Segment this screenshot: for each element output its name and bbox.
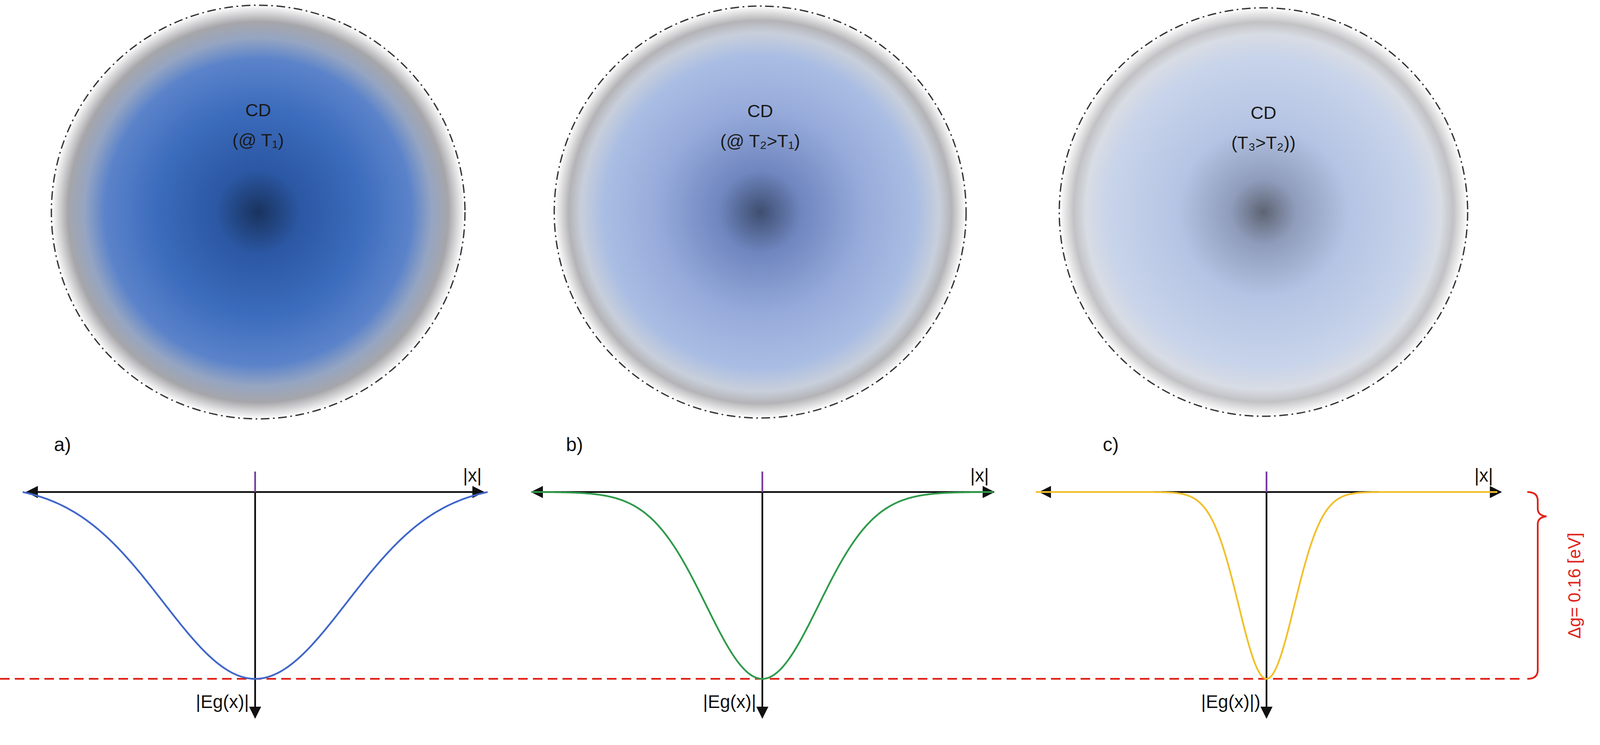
gap-profile-curve <box>531 491 994 679</box>
dot-text-group: CD(@ T₂>T₁) <box>552 96 968 157</box>
gap-profile-curve <box>22 491 488 679</box>
dot-label: (@ T₂>T₁) <box>552 126 968 157</box>
axis-label: |x| <box>1474 464 1494 486</box>
carbon-dot: CD(T₃>T₂)) <box>1057 6 1469 418</box>
dot-circle <box>1059 7 1468 417</box>
dot-outline <box>552 4 968 420</box>
dot-text-group: CD(T₃>T₂)) <box>1057 97 1469 159</box>
gap-bracket <box>1527 491 1547 679</box>
dot-label: (T₃>T₂)) <box>1057 128 1469 159</box>
axis-label: |Eg(x)|) <box>1201 691 1261 713</box>
panel-letter: c) <box>1102 433 1119 456</box>
energy-axis <box>761 491 764 718</box>
gap-value: Δg= 0.16 [eV] <box>1564 532 1585 639</box>
energy-axis <box>254 491 256 718</box>
energy-axis <box>1265 491 1268 718</box>
dot-outline <box>1057 6 1469 418</box>
dot-circle <box>554 6 967 418</box>
dot-label: CD <box>50 95 467 126</box>
axis-label: |x| <box>463 464 482 486</box>
dot-text-group: CD(@ T₁) <box>50 95 467 156</box>
center-tick <box>761 471 764 492</box>
panel-letter: a) <box>53 433 71 456</box>
dot-label: (@ T₁) <box>50 125 467 156</box>
center-tick <box>254 471 256 492</box>
carbon-dot: CD(@ T₂>T₁) <box>552 4 968 420</box>
panel-letter: b) <box>565 433 583 456</box>
carbon-dot: CD(@ T₁) <box>50 3 467 421</box>
axis-label: |x| <box>970 464 990 486</box>
dot-label: CD <box>552 96 968 127</box>
center-tick <box>1265 471 1268 492</box>
axis-label: |Eg(x)| <box>703 691 757 713</box>
dot-label: CD <box>1057 97 1469 128</box>
gap-profile-curve <box>1035 491 1498 679</box>
axis-label: |Eg(x)| <box>195 691 250 713</box>
dot-circle <box>51 5 465 419</box>
dot-outline <box>50 3 467 421</box>
